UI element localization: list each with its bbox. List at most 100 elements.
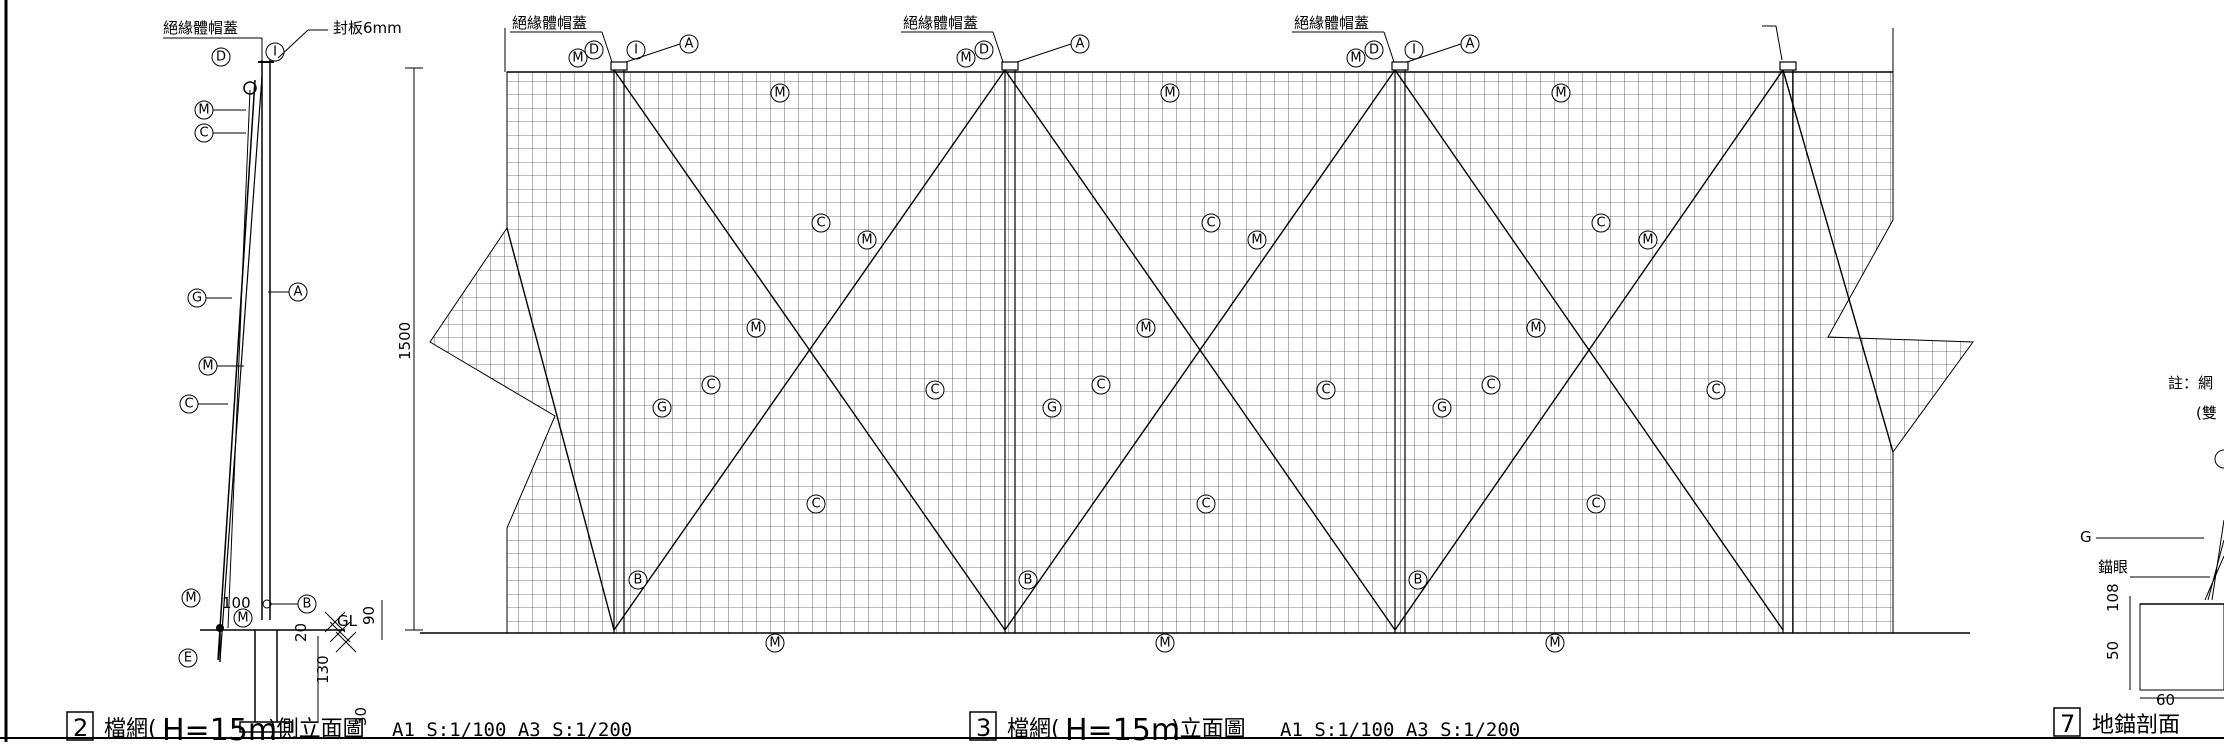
- svg-text:C: C: [1096, 378, 1105, 393]
- leader: [601, 31, 613, 63]
- svg-text:B: B: [1414, 573, 1423, 588]
- svg-text:M: M: [1350, 51, 1361, 66]
- caption-number-box: [2053, 707, 2081, 737]
- svg-text:G: G: [1437, 401, 1447, 416]
- note-label: 註：網: [2168, 374, 2213, 392]
- cap-label: 絕緣體帽蓋: [163, 19, 238, 37]
- guy-wire: [219, 75, 263, 661]
- caption-title-h: H=15m: [162, 713, 277, 742]
- gl-label: GL: [337, 612, 358, 630]
- marker-C: C: [806, 494, 826, 514]
- svg-text:C: C: [1711, 383, 1720, 398]
- dim-height: 1500: [396, 322, 414, 360]
- anchor-section: 註：網 (雙 G 錨眼 108 50 60 7 地錨剖面: [2053, 374, 2224, 738]
- svg-text:M: M: [960, 51, 971, 66]
- plate-label: 封板6mm: [333, 19, 402, 37]
- marker-E: E: [178, 648, 198, 668]
- svg-text:C: C: [199, 126, 208, 141]
- caption-title: 地錨剖面: [2092, 713, 2180, 738]
- svg-text:C: C: [811, 497, 820, 512]
- marker-G: G: [652, 398, 672, 418]
- svg-text:M: M: [1251, 233, 1262, 248]
- marker-M: M: [857, 230, 877, 250]
- leader: [1383, 31, 1395, 63]
- svg-text:G: G: [192, 291, 202, 306]
- svg-text:G: G: [1047, 401, 1057, 416]
- leader: [1775, 25, 1783, 61]
- caption-scale: A1 S:1/100 A3 S:1/200: [1280, 719, 1520, 741]
- marker-M: M: [1545, 633, 1565, 653]
- dim-20: 20: [292, 623, 310, 642]
- svg-text:A: A: [1466, 37, 1475, 52]
- svg-text:M: M: [1140, 321, 1151, 336]
- dim-50: 50: [2104, 641, 2122, 660]
- svg-text:I: I: [1412, 43, 1416, 58]
- svg-text:A: A: [294, 285, 303, 300]
- marker-C: C: [179, 394, 199, 414]
- svg-text:C: C: [816, 216, 825, 231]
- marker-M: M: [568, 48, 588, 68]
- marker-M: M: [765, 633, 785, 653]
- caption-number: 7: [2060, 710, 2075, 738]
- marker-M: M: [198, 356, 218, 376]
- svg-text:C: C: [930, 383, 939, 398]
- marker-group-post2: M D A: [956, 34, 1090, 68]
- svg-text:I: I: [634, 43, 638, 58]
- marker-group-post3: M D I A: [1346, 34, 1480, 68]
- svg-text:C: C: [1596, 216, 1605, 231]
- marker-B: B: [1018, 570, 1038, 590]
- front-elevation: 絕緣體帽蓋 絕緣體帽蓋 絕緣體帽蓋 M D I A M D A M D I A: [420, 14, 1974, 746]
- marker-C: C: [1586, 494, 1606, 514]
- dim-30: 30: [352, 707, 370, 726]
- svg-text:M: M: [769, 636, 780, 651]
- mesh-markers: M M M C C C M M M M M M C C C C C C G G …: [628, 83, 1726, 653]
- svg-text:M: M: [185, 591, 196, 606]
- marker-B: B: [628, 570, 648, 590]
- marker-M: M: [1136, 318, 1156, 338]
- marker-M: M: [770, 83, 790, 103]
- marker-C: C: [1706, 380, 1726, 400]
- svg-text:M: M: [861, 233, 872, 248]
- marker-B: B: [1408, 570, 1428, 590]
- marker-A: A: [288, 282, 308, 302]
- marker-C: C: [811, 213, 831, 233]
- marker-I: I: [265, 42, 285, 62]
- marker-M: M: [746, 318, 766, 338]
- cap-label: 絕緣體帽蓋: [1294, 14, 1369, 32]
- marker-C: C: [1481, 375, 1501, 395]
- svg-text:A: A: [685, 37, 694, 52]
- svg-text:C: C: [1206, 216, 1215, 231]
- svg-text:G: G: [657, 401, 667, 416]
- guy-wire: [217, 79, 256, 661]
- leaders: [198, 109, 298, 605]
- ground-hatch: [324, 611, 357, 653]
- marker-C: C: [1316, 380, 1336, 400]
- caption-title-prefix: 檔網(: [104, 717, 157, 742]
- marker-A: A: [679, 34, 699, 54]
- marker-C: C: [701, 375, 721, 395]
- svg-text:I: I: [273, 45, 277, 60]
- marker-M: M: [194, 100, 214, 120]
- marker-M: M: [233, 608, 253, 628]
- dim-100: 100: [222, 594, 251, 612]
- svg-text:C: C: [1591, 497, 1600, 512]
- anchor-block: [2139, 603, 2224, 691]
- svg-text:E: E: [184, 651, 192, 666]
- svg-text:M: M: [572, 51, 583, 66]
- note-paren: (雙: [2196, 404, 2217, 422]
- marker-C: C: [1091, 375, 1111, 395]
- svg-text:B: B: [634, 573, 643, 588]
- leader: [992, 31, 1004, 63]
- svg-text:M: M: [1555, 86, 1566, 101]
- marker-C: C: [1591, 213, 1611, 233]
- svg-text:M: M: [1164, 86, 1175, 101]
- svg-text:D: D: [216, 50, 226, 65]
- marker-M: M: [1160, 83, 1180, 103]
- svg-text:D: D: [979, 43, 989, 58]
- marker-M: M: [181, 588, 201, 608]
- svg-text:M: M: [1642, 233, 1653, 248]
- base-plate: [239, 721, 293, 733]
- marker-M: M: [956, 48, 976, 68]
- caption-title-suffix: )立面圖: [1171, 717, 1246, 742]
